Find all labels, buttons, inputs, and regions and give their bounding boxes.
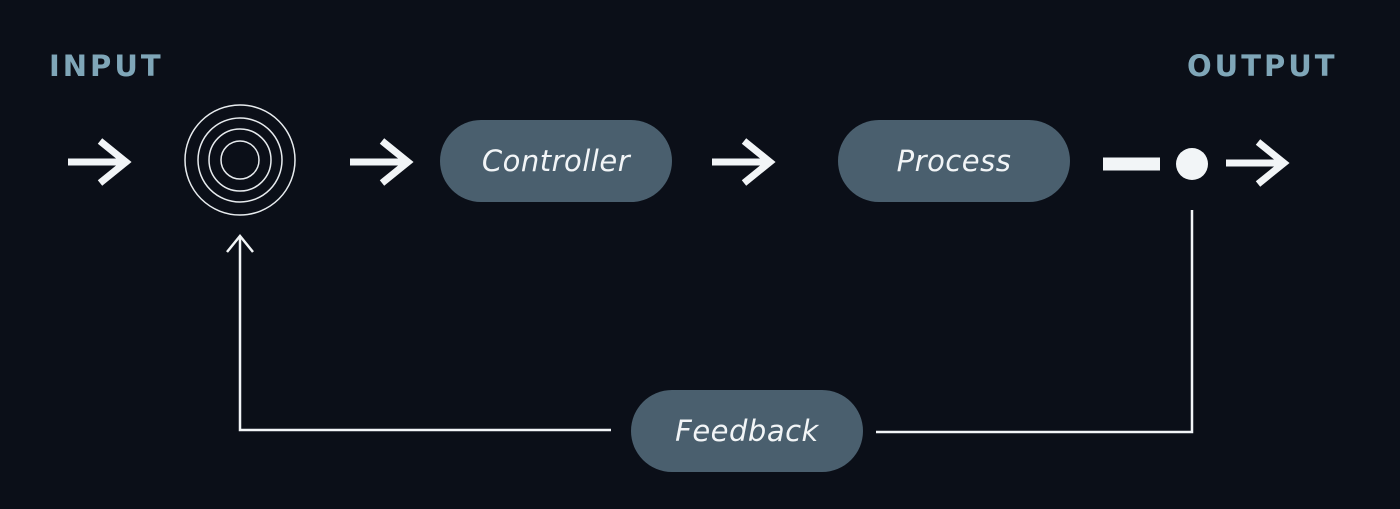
arrow-right-icon bbox=[350, 138, 414, 186]
arrow-right-icon bbox=[68, 138, 132, 186]
controller-label: Controller bbox=[481, 144, 631, 178]
feedback-line-right bbox=[876, 210, 1194, 434]
process-node: Process bbox=[838, 120, 1070, 202]
output-dot-icon bbox=[1176, 148, 1208, 180]
arrow-up-icon bbox=[226, 234, 254, 253]
input-label: INPUT bbox=[49, 49, 164, 83]
summing-junction-icon bbox=[184, 104, 296, 216]
feedback-label: Feedback bbox=[675, 414, 819, 448]
process-label: Process bbox=[896, 144, 1012, 178]
output-label: OUTPUT bbox=[1187, 49, 1338, 83]
arrow-right-icon bbox=[712, 138, 776, 186]
arrow-right-icon bbox=[1226, 139, 1290, 187]
feedback-line-left bbox=[238, 237, 611, 432]
controller-node: Controller bbox=[440, 120, 672, 202]
feedback-node: Feedback bbox=[631, 390, 863, 472]
